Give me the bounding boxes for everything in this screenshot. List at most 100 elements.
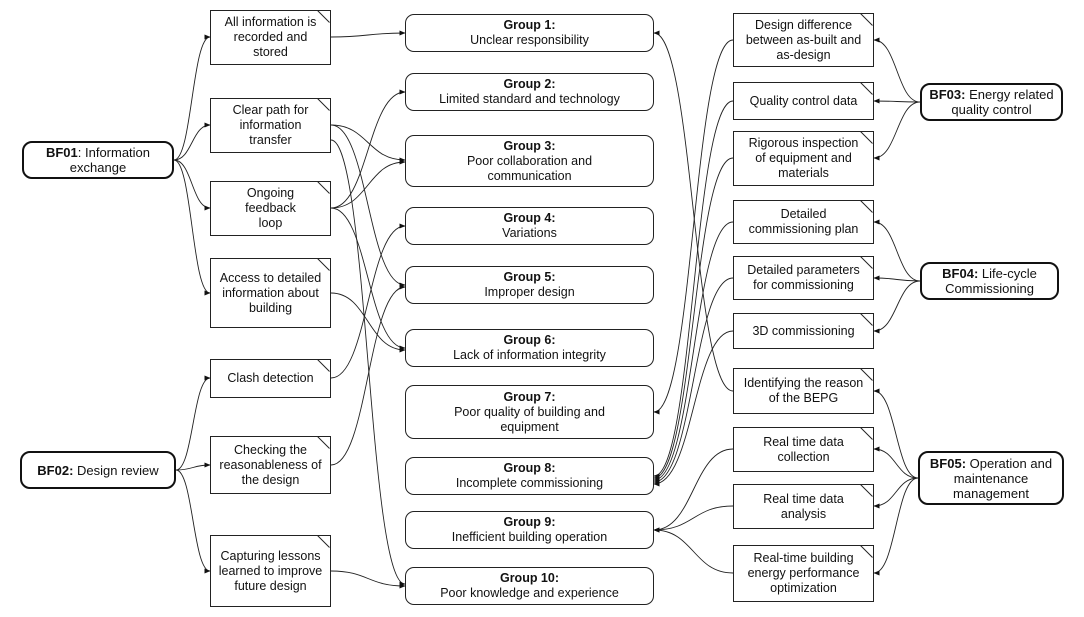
benefit-lessons-learned-text: Capturing lessons learned to improve fut… bbox=[218, 548, 323, 593]
benefit-rt-optimization: Real-time building energy performance op… bbox=[733, 545, 874, 602]
group-2-title: Group 2: bbox=[503, 77, 556, 91]
link-feedback-g6 bbox=[330, 207, 406, 351]
group-4-box: Group 4: Variations bbox=[405, 207, 654, 245]
benefit-detailed-access-text: Access to detailed information about bui… bbox=[219, 270, 322, 315]
link-bf01-3 bbox=[173, 159, 211, 296]
group-5-title: Group 5: bbox=[503, 270, 556, 284]
benefit-rt-optimization-text: Real-time building energy performance op… bbox=[747, 551, 860, 595]
link-inspect-g8 bbox=[653, 157, 734, 481]
benefit-rt-collection-text: Real time data collection bbox=[763, 434, 844, 464]
benefit-commissioning-plan: Detailed commissioning plan bbox=[733, 200, 874, 244]
link-plan-g8 bbox=[653, 221, 734, 483]
group-2-box: Group 2: Limited standard and technology bbox=[405, 73, 654, 111]
group-6-box: Group 6: Lack of information integrity bbox=[405, 329, 654, 367]
link-bf02-1 bbox=[175, 462, 211, 471]
group-4-label: Variations bbox=[502, 226, 557, 240]
link-lessons-g10 bbox=[330, 570, 406, 589]
bf05-box: BF05: Operation and maintenance manageme… bbox=[918, 451, 1064, 505]
benefit-rt-analysis: Real time data analysis bbox=[733, 484, 874, 529]
bf01-code: BF01 bbox=[45, 145, 78, 160]
link-bf01-0 bbox=[173, 34, 211, 161]
link-quality-g8 bbox=[653, 100, 734, 479]
group-10-box: Group 10: Poor knowledge and experience bbox=[405, 567, 654, 605]
group-5-label: Improper design bbox=[484, 285, 575, 299]
link-bf03-2 bbox=[873, 101, 921, 161]
benefit-design-difference-text: Design difference between as-built and a… bbox=[745, 17, 862, 62]
benefit-clear-path-text: Clear path for information transfer bbox=[232, 103, 309, 147]
benefit-info-recorded-text: All information is recorded and stored bbox=[224, 15, 317, 59]
bf03-code: BF03: bbox=[929, 87, 966, 102]
bf03-label: Energy related quality control bbox=[951, 87, 1054, 117]
benefit-reasonableness-text: Checking the reasonableness of the desig… bbox=[219, 442, 322, 487]
link-analysis-g9 bbox=[653, 505, 734, 533]
link-bf04-0 bbox=[873, 219, 921, 282]
benefit-rigorous-inspection: Rigorous inspection of equipment and mat… bbox=[733, 131, 874, 186]
benefit-bepg-reason: Identifying the reason of the BEPG bbox=[733, 368, 874, 414]
bf04-code: BF04: bbox=[942, 266, 979, 281]
group-1-label: Unclear responsibility bbox=[470, 33, 589, 47]
group-7-title: Group 7: bbox=[503, 389, 556, 404]
group-7-label: Poor quality of building and equipment bbox=[454, 404, 605, 434]
link-bf01-1 bbox=[173, 122, 211, 161]
group-6-label: Lack of information integrity bbox=[453, 348, 606, 362]
benefit-quality-data: Quality control data bbox=[733, 82, 874, 120]
benefit-commissioning-3d: 3D commissioning bbox=[733, 313, 874, 349]
link-bf03-1 bbox=[873, 98, 921, 104]
link-opt-g9 bbox=[653, 527, 734, 574]
link-3d-g8 bbox=[653, 330, 734, 487]
benefit-clash-detection-text: Clash detection bbox=[227, 371, 314, 385]
link-clearpath-g10 bbox=[330, 139, 406, 587]
link-collect-g9 bbox=[653, 448, 734, 533]
link-bf02-0 bbox=[175, 375, 211, 471]
bf01-label: : Information exchange bbox=[69, 145, 151, 175]
benefit-rt-analysis-text: Real time data analysis bbox=[763, 491, 844, 521]
group-8-box: Group 8: Incomplete commissioning bbox=[405, 457, 654, 495]
bf01-box: BF01: Information exchange bbox=[22, 141, 174, 179]
benefit-clash-detection: Clash detection bbox=[210, 359, 331, 398]
group-8-label: Incomplete commissioning bbox=[455, 476, 604, 490]
link-recorded-g1 bbox=[330, 30, 406, 38]
benefit-lessons-learned: Capturing lessons learned to improve fut… bbox=[210, 535, 331, 607]
group-6-title: Group 6: bbox=[503, 333, 556, 347]
bf02-label: Design review bbox=[73, 462, 159, 478]
benefit-bepg-reason-text: Identifying the reason of the BEPG bbox=[743, 376, 864, 405]
benefit-commissioning-plan-text: Detailed commissioning plan bbox=[748, 207, 859, 236]
group-5-box: Group 5: Improper design bbox=[405, 266, 654, 304]
group-9-label: Inefficient building operation bbox=[451, 530, 608, 544]
benefit-quality-data-text: Quality control data bbox=[749, 93, 858, 108]
link-reason-g5 bbox=[330, 284, 406, 466]
link-feedback-g2 bbox=[330, 89, 406, 209]
link-bf04-2 bbox=[873, 280, 921, 334]
group-4-title: Group 4: bbox=[503, 211, 556, 225]
group-8-title: Group 8: bbox=[503, 461, 556, 475]
benefit-commissioning-3d-text: 3D commissioning bbox=[752, 323, 855, 338]
bf05-label: Operation and maintenance management bbox=[953, 455, 1053, 501]
link-access-g6 bbox=[330, 292, 406, 353]
link-clearpath-g3 bbox=[330, 124, 406, 163]
bf05-code: BF05: bbox=[929, 455, 967, 471]
benefit-feedback-loop: Ongoing feedback loop bbox=[210, 181, 331, 236]
link-feedback-g3 bbox=[330, 159, 406, 209]
link-bf05-1 bbox=[873, 446, 919, 479]
link-bf01-2 bbox=[173, 159, 211, 211]
benefit-commissioning-params-text: Detailed parameters for commissioning bbox=[747, 263, 860, 292]
benefit-detailed-access: Access to detailed information about bui… bbox=[210, 258, 331, 328]
link-bf02-2 bbox=[175, 469, 211, 574]
link-bf05-3 bbox=[873, 477, 919, 576]
group-2-label: Limited standard and technology bbox=[439, 92, 620, 106]
benefit-commissioning-params: Detailed parameters for commissioning bbox=[733, 256, 874, 300]
benefit-clear-path: Clear path for information transfer bbox=[210, 98, 331, 153]
group-1-title: Group 1: bbox=[503, 18, 556, 32]
group-7-box: Group 7: Poor quality of building and eq… bbox=[405, 385, 654, 439]
group-3-title: Group 3: bbox=[503, 138, 556, 153]
link-clash-g4 bbox=[330, 223, 406, 379]
link-bepg-g1 bbox=[653, 30, 734, 392]
group-3-box: Group 3: Poor collaboration and communic… bbox=[405, 135, 654, 187]
link-bf04-1 bbox=[873, 275, 921, 282]
link-params-g8 bbox=[653, 277, 734, 485]
group-9-title: Group 9: bbox=[503, 515, 556, 529]
bf03-box: BF03: Energy related quality control bbox=[920, 83, 1063, 121]
link-clearpath-g5 bbox=[330, 124, 406, 288]
group-10-label: Poor knowledge and experience bbox=[440, 586, 619, 600]
